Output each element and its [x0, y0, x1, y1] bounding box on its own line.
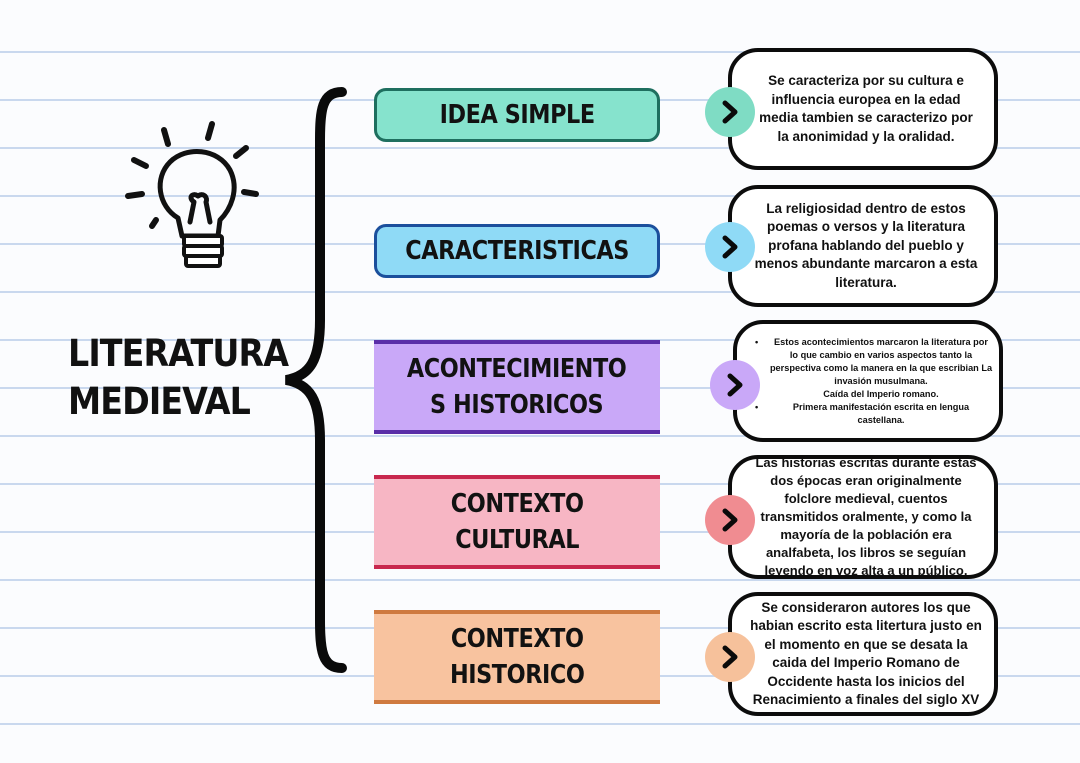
topic-label-line-1: CONTEXTO	[450, 489, 584, 519]
topic-caracteristicas: CARACTERISTICAS	[374, 224, 660, 278]
bullet-item: Primera manifestación escrita en lengua …	[755, 401, 993, 427]
bullet-item: Caída del Imperio romano.	[755, 388, 993, 401]
topic-label: CARACTERISTICAS	[405, 236, 629, 266]
main-title-line-2: MEDIEVAL	[68, 380, 251, 423]
curly-brace	[284, 87, 347, 673]
topic-label: IDEA SIMPLE	[439, 100, 595, 130]
description-text: Las historias escritas durante estas dos…	[755, 455, 977, 578]
description-text: La religiosidad dentro de estos poemas o…	[754, 200, 978, 290]
main-title: LITERATURA MEDIEVAL	[68, 330, 289, 426]
description-box-caracteristicas: La religiosidad dentro de estos poemas o…	[728, 185, 998, 307]
description-box-contexto-historico: Se consideraron autores los que habian e…	[728, 592, 998, 716]
main-title-line-1: LITERATURA	[68, 332, 289, 375]
topic-contexto-cultural: CONTEXTO CULTURAL	[374, 475, 660, 569]
description-text: Se consideraron autores los que habian e…	[750, 599, 982, 708]
description-box-contexto-cultural: Las historias escritas durante estas dos…	[728, 455, 998, 579]
chevron-right-icon	[710, 360, 760, 410]
chevron-right-icon	[705, 495, 755, 545]
chevron-right-icon	[705, 222, 755, 272]
description-box-idea-simple: Se caracteriza por su cultura e influenc…	[728, 48, 998, 170]
chevron-right-icon	[705, 87, 755, 137]
lightbulb-icon	[125, 121, 259, 268]
topic-label-line-1: ACONTECIMIENTO	[407, 354, 627, 384]
topic-acontecimientos-historicos: ACONTECIMIENTO S HISTORICOS	[374, 340, 660, 434]
bullet-list: Estos acontecimientos marcaron la litera…	[751, 336, 993, 427]
topic-idea-simple: IDEA SIMPLE	[374, 88, 660, 142]
description-text: Se caracteriza por su cultura e influenc…	[759, 73, 973, 144]
topic-label-line-2: CULTURAL	[455, 525, 579, 555]
chevron-right-icon	[705, 632, 755, 682]
description-box-acontecimientos: Estos acontecimientos marcaron la litera…	[733, 320, 1003, 442]
bullet-item: Estos acontecimientos marcaron la litera…	[755, 336, 993, 388]
topic-contexto-historico: CONTEXTO HISTORICO	[374, 610, 660, 704]
topic-label-line-2: S HISTORICOS	[430, 390, 604, 420]
topic-label-line-2: HISTORICO	[449, 660, 585, 690]
topic-label-line-1: CONTEXTO	[450, 624, 584, 654]
